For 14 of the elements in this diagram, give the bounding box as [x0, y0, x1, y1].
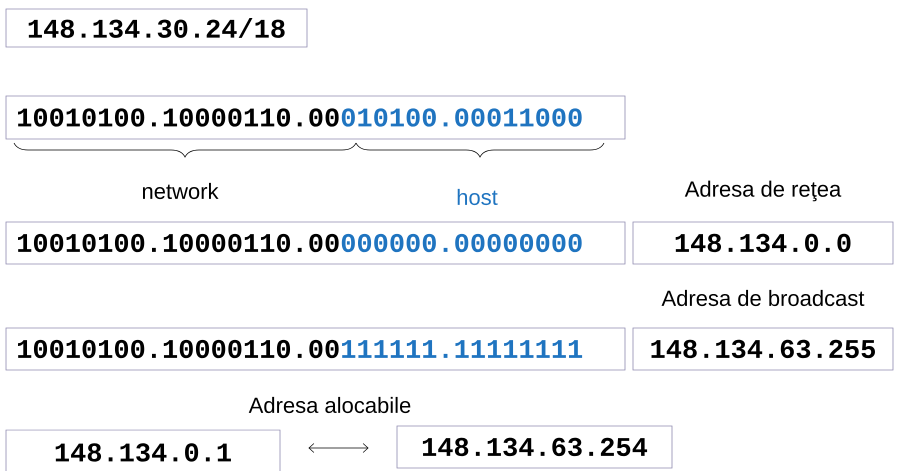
heading: Adresa de reţea	[684, 180, 842, 202]
binary-address-box: 10010100.10000110.00010100.00011000	[6, 96, 626, 140]
label: host	[458, 188, 498, 206]
address-box: 148.134.63.255	[632, 328, 894, 370]
binary-address-box: 10010100.10000110.00111111.11111111	[6, 328, 626, 370]
label: Adresa alocabile	[248, 396, 410, 414]
heading: Adresa de broadcast	[662, 290, 864, 306]
address-box: 148.134.30.24/18	[6, 8, 308, 48]
double-arrow	[308, 443, 369, 453]
address-box: 148.134.63.254	[396, 426, 672, 468]
label: network	[142, 182, 219, 200]
address-box: 148.134.0.0	[632, 222, 894, 264]
address-box: 148.134.0.1	[6, 430, 280, 471]
binary-address-box: 10010100.10000110.00000000.00000000	[6, 222, 626, 264]
